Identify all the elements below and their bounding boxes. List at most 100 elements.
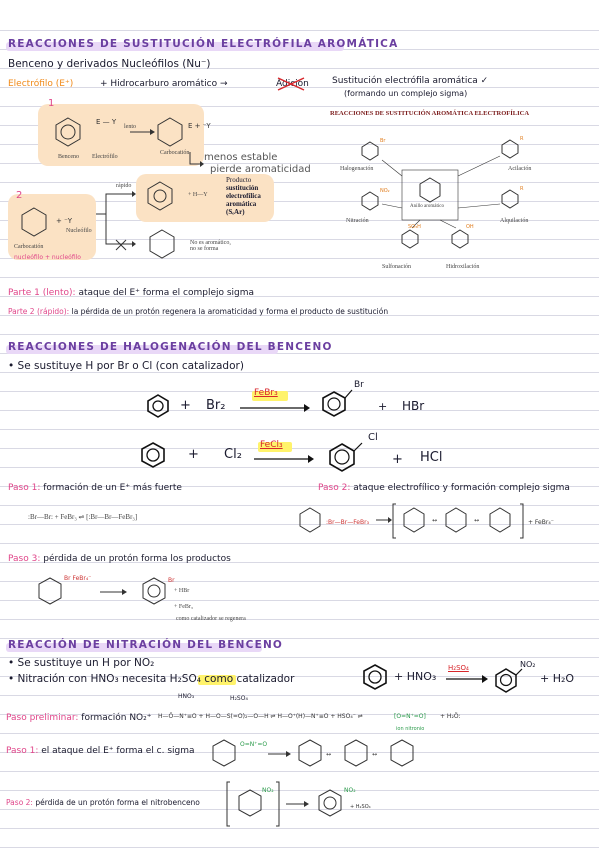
ruled-line xyxy=(0,619,599,620)
svg-text:NO₂: NO₂ xyxy=(262,787,274,794)
fig-halogenacion: Halogenación xyxy=(340,166,374,172)
ruled-line xyxy=(0,486,599,487)
ruled-line xyxy=(0,714,599,715)
ruled-line xyxy=(0,828,599,829)
benzene-icon-3 xyxy=(363,664,387,690)
paso1-nitracion: Paso 1: el ataque del E⁺ forma el c. sig… xyxy=(6,746,195,756)
section-title-halogenacion: REACCIONES DE HALOGENACIÓN DEL BENCENO xyxy=(8,341,333,353)
plus-sign-2: + xyxy=(378,400,388,413)
ruled-line xyxy=(0,657,599,658)
ruled-line xyxy=(0,429,599,430)
ruled-line xyxy=(0,771,599,772)
blocked-path-icon xyxy=(115,239,127,251)
svg-text:O=N⁺=O: O=N⁺=O xyxy=(240,741,267,748)
ruled-line xyxy=(0,562,599,563)
paso3-line: Paso 3: pérdida de un protón forma los p… xyxy=(8,554,231,564)
sustitucion-sub: (formando un complejo sigma) xyxy=(344,89,468,98)
carbocation-diagram: + ⁻Y xyxy=(21,207,73,237)
parte1-line: Parte 1 (lento): ataque del E⁺ forma el … xyxy=(8,288,255,298)
title-highlight-2 xyxy=(6,345,278,354)
reaction-arrow xyxy=(240,404,310,412)
non-aromatic-diagram xyxy=(149,229,175,259)
ruled-line xyxy=(0,30,599,31)
benzene-icon xyxy=(147,394,169,418)
highlight-2 xyxy=(258,442,292,452)
highlight-3 xyxy=(198,675,236,685)
plus-sign-4: + xyxy=(392,452,403,467)
sigma-complex-diagram: :Br—Br—FeBr₃ ↔ ↔ + FeBr₄⁻ xyxy=(299,503,554,539)
paso-preliminar: Paso preliminar: formación NO₂⁺ xyxy=(6,713,152,723)
reaction-arrow-2 xyxy=(254,455,314,463)
plus-sign: + xyxy=(180,398,191,413)
ruled-line xyxy=(0,790,599,791)
bromobenzene-icon xyxy=(322,389,353,417)
ruled-line xyxy=(0,182,599,183)
br-substituent: Br xyxy=(354,380,364,390)
figure-title: REACCIONES DE SUSTITUCIÓN AROMÁTICA ELEC… xyxy=(330,110,530,117)
bromine-reagent: Br₂ xyxy=(206,398,226,413)
nitration-sigma-diagram: O=N⁺=O ↔ ↔ xyxy=(212,739,414,767)
svg-text:OH: OH xyxy=(466,224,474,230)
intro-line: Benceno y derivados Nucleófilos (Nu⁻) xyxy=(8,58,211,70)
ruled-line xyxy=(0,239,599,240)
febr3-catalyst: FeBr₃ xyxy=(254,388,278,398)
paso2-nitracion: Paso 2: pérdida de un protón forma el ni… xyxy=(6,798,200,807)
step-number-2: 2 xyxy=(16,190,23,201)
nitrobenzene-icon xyxy=(495,668,523,693)
ruled-line xyxy=(0,676,599,677)
substituted-benzene-diagram xyxy=(147,181,173,211)
svg-text:R: R xyxy=(520,136,524,142)
benzene-icon-2 xyxy=(141,442,165,468)
ruled-line xyxy=(0,410,599,411)
h2o-product: + H₂O xyxy=(540,672,575,685)
ruled-line xyxy=(0,201,599,202)
branch-arrows xyxy=(96,191,136,247)
chlorobenzene-icon xyxy=(329,442,363,472)
menos-estable: menos estable xyxy=(204,152,278,163)
hy-label: + H—Y xyxy=(188,192,208,198)
nitronium-formation-diagram: H—Ö—N⁺≡O + H—O—S(=O)₂—O—H ⇌ H—O⁺(H)—N⁺≡O… xyxy=(158,713,461,720)
ruled-line xyxy=(0,68,599,69)
ruled-line xyxy=(0,733,599,734)
electrofilo-label: Electrófilo (E⁺) xyxy=(8,79,74,89)
ruled-line xyxy=(0,315,599,316)
ruled-line xyxy=(0,163,599,164)
svg-text:↔: ↔ xyxy=(474,517,479,524)
h2so4-catalyst: H₂SO₄ xyxy=(448,664,469,672)
halogenacion-bullet: • Se sustituye H por Br o Cl (con catali… xyxy=(8,360,244,372)
fig-sulfonacion: Sulfonación xyxy=(382,264,411,270)
fig-alquilacion: Alquilación xyxy=(500,218,529,224)
ruled-line xyxy=(0,467,599,468)
ruled-line xyxy=(0,372,599,373)
ruled-line xyxy=(0,334,599,335)
paso1-equation: :Br—Br: + FeBr₃ ⇌ [:Br—Br—FeBr₃] xyxy=(28,513,138,521)
ion-nitronio: ion nitronio xyxy=(396,726,425,732)
fecl3-catalyst: FeCl₃ xyxy=(260,440,283,450)
ruled-line xyxy=(0,809,599,810)
ruled-line xyxy=(0,505,599,506)
plus-sign-3: + xyxy=(188,447,199,462)
ruled-line xyxy=(0,144,599,145)
product-label: Producto sustitución electrofílica aromá… xyxy=(226,176,261,216)
hno3-label: HNO₃ xyxy=(178,693,195,700)
catalizador-note: como catalizador se regenera xyxy=(176,616,246,622)
carbocation-label: Carbocatión xyxy=(160,150,190,156)
svg-text:+ ⁻Y: + ⁻Y xyxy=(56,217,73,225)
hbr-product: HBr xyxy=(402,399,425,413)
nitracion-bullet-1: • Se sustituye un H por NO₂ xyxy=(8,657,155,669)
no-aromatico-note: No es aromático, no se forma xyxy=(190,240,231,252)
electrofilo-fig-label: Electrófilo xyxy=(92,154,118,160)
hno3-reagent: + HNO₃ xyxy=(394,670,437,683)
paso2-line: Paso 2: ataque electrofílico y formación… xyxy=(318,483,570,493)
adicion-crossed: Adición xyxy=(276,77,309,91)
svg-text:↔: ↔ xyxy=(326,751,331,758)
nucleofilo-label: Nucleófilo xyxy=(66,228,92,234)
hcl-product: HCl xyxy=(420,450,443,465)
ruled-line xyxy=(0,353,599,354)
ruled-line xyxy=(0,106,599,107)
h2so4-label: H₂SO₄ xyxy=(230,695,248,702)
nucleofilo-note: nucleófilo + nucleófilo xyxy=(14,254,81,261)
mechanism-box-step2 xyxy=(8,194,96,260)
svg-text:Br FeBr₄⁻: Br FeBr₄⁻ xyxy=(64,575,91,582)
step-number-1: 1 xyxy=(48,98,55,109)
